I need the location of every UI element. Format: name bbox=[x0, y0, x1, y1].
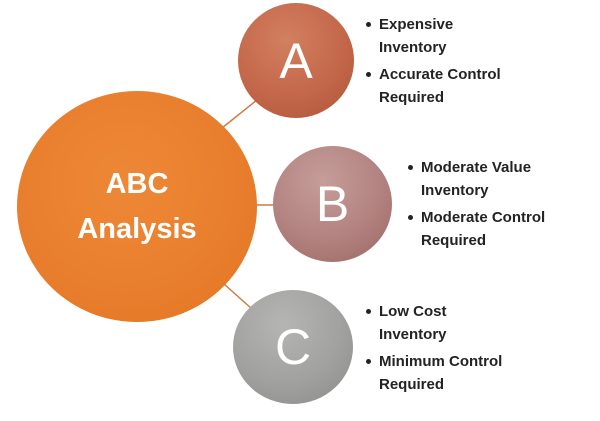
node-circle-a: A bbox=[238, 3, 354, 118]
connector-line-c bbox=[223, 283, 253, 310]
bullet-icon bbox=[366, 359, 371, 364]
list-item: Low Cost Inventory bbox=[362, 300, 532, 346]
bullet-text: Moderate Value Inventory bbox=[421, 159, 532, 199]
list-item: Minimum Control Required bbox=[362, 350, 532, 396]
node-circle-c: C bbox=[233, 290, 353, 404]
diagram-title-line1: ABC bbox=[105, 167, 169, 200]
bullet-text: Minimum Control Required bbox=[379, 353, 503, 393]
bullet-icon bbox=[408, 215, 413, 220]
node-label-c: C bbox=[274, 319, 312, 375]
main-circle: ABC Analysis bbox=[17, 91, 257, 322]
bullet-list-c: Low Cost Inventory Minimum Control Requi… bbox=[362, 300, 532, 396]
bullet-icon bbox=[366, 72, 371, 77]
list-item: Moderate Value Inventory bbox=[404, 156, 574, 202]
connector-line-a bbox=[221, 99, 258, 129]
list-item: Moderate Control Required bbox=[404, 206, 574, 252]
bullet-icon bbox=[408, 165, 413, 170]
bullet-text: Low Cost Inventory bbox=[379, 303, 447, 343]
bullet-text: Moderate Control Required bbox=[421, 209, 546, 249]
list-item: Expensive Inventory bbox=[362, 13, 532, 59]
list-item: Accurate Control Required bbox=[362, 63, 532, 109]
node-label-b: B bbox=[315, 176, 350, 232]
bullet-list-a: Expensive Inventory Accurate Control Req… bbox=[362, 13, 532, 109]
node-label-a: A bbox=[279, 32, 313, 89]
diagram-title: ABC Analysis bbox=[77, 162, 196, 252]
bullet-list-b: Moderate Value Inventory Moderate Contro… bbox=[404, 156, 574, 252]
node-circle-b: B bbox=[273, 146, 392, 262]
bullet-icon bbox=[366, 309, 371, 314]
bullet-text: Accurate Control Required bbox=[379, 66, 501, 106]
bullet-icon bbox=[366, 22, 371, 27]
bullet-text: Expensive Inventory bbox=[379, 16, 454, 56]
diagram-title-line2: Analysis bbox=[77, 212, 197, 245]
